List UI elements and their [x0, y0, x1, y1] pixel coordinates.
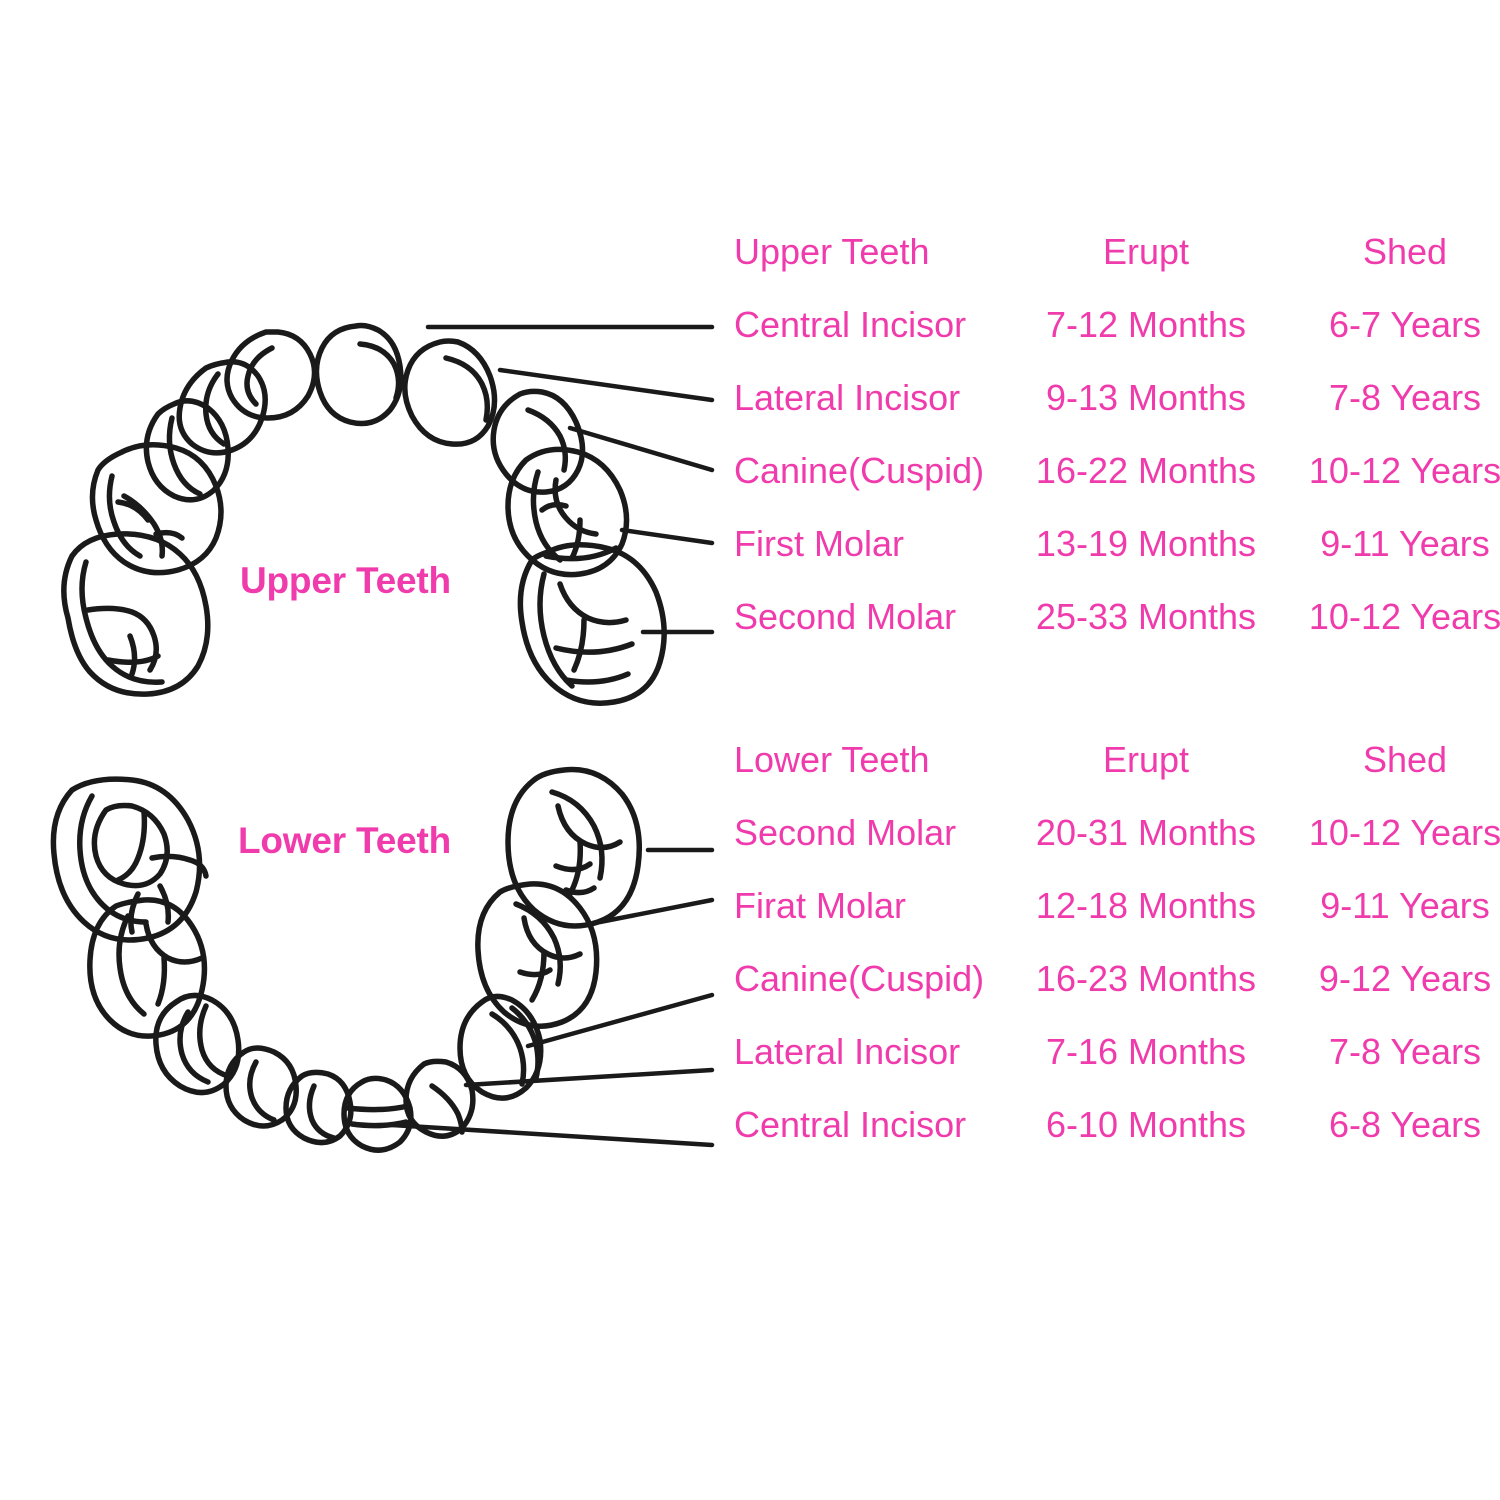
shed-value: 6-7 Years [1328, 304, 1482, 345]
column-header-erupt: Erupt [1102, 739, 1190, 780]
shed-value: 10-12 Years [1308, 450, 1500, 491]
erupt-value: 12-18 Months [1035, 885, 1257, 926]
shed-value: 6-8 Years [1328, 1104, 1482, 1145]
tooth-name: Second Molar [734, 596, 957, 637]
upper-teeth-arch-label: Upper Teeth [240, 560, 451, 601]
tooth-name: Lateral Incisor [734, 1031, 961, 1072]
tooth-name: Firat Molar [734, 885, 907, 926]
erupt-value: 7-16 Months [1045, 1031, 1247, 1072]
column-header-erupt: Erupt [1102, 231, 1190, 272]
column-header-tooth-name: Lower Teeth [734, 739, 930, 780]
column-header-shed: Shed [1362, 739, 1448, 780]
tooth-name: Canine(Cuspid) [734, 958, 985, 999]
tooth-name: Central Incisor [734, 304, 967, 345]
tooth-name: Canine(Cuspid) [734, 450, 985, 491]
shed-value: 7-8 Years [1328, 377, 1482, 418]
lower-teeth-arch-label: Lower Teeth [238, 820, 451, 861]
erupt-value: 7-12 Months [1045, 304, 1247, 345]
shed-value: 10-12 Years [1308, 812, 1500, 853]
shed-value: 7-8 Years [1328, 1031, 1482, 1072]
lower-leader-lines [389, 847, 715, 1148]
tooth-name: Lateral Incisor [734, 377, 961, 418]
erupt-value: 20-31 Months [1035, 812, 1257, 853]
upper-leader-lines [425, 324, 715, 635]
column-header-tooth-name: Upper Teeth [734, 231, 930, 272]
upper-arch-teeth [61, 322, 667, 706]
erupt-value: 25-33 Months [1035, 596, 1257, 637]
tooth-name: Central Incisor [734, 1104, 967, 1145]
tooth-name: First Molar [734, 523, 904, 564]
shed-value: 10-12 Years [1308, 596, 1500, 637]
column-header-shed: Shed [1362, 231, 1448, 272]
erupt-value: 9-13 Months [1045, 377, 1247, 418]
shed-value: 9-12 Years [1318, 958, 1492, 999]
erupt-value: 6-10 Months [1045, 1104, 1247, 1145]
erupt-value: 16-22 Months [1035, 450, 1257, 491]
shed-value: 9-11 Years [1320, 885, 1490, 926]
shed-value: 9-11 Years [1320, 523, 1490, 564]
tooth-name: Second Molar [734, 812, 957, 853]
erupt-value: 16-23 Months [1035, 958, 1257, 999]
erupt-value: 13-19 Months [1035, 523, 1257, 564]
